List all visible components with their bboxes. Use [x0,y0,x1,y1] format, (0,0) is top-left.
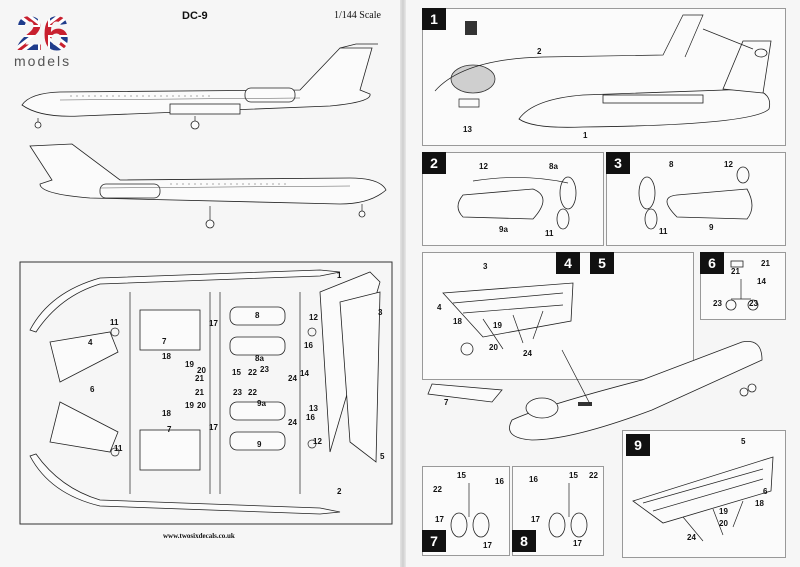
sprue-label: 12 [309,313,318,322]
part-label: 21 [731,267,740,276]
sprue-label: 24 [288,374,297,383]
step-5-badge: 5 [590,252,614,274]
part-label: 24 [687,533,696,542]
sprue-label: 16 [304,341,313,350]
sprue-label: 8a [255,354,264,363]
part-label: 19 [493,321,502,330]
part-label: 11 [659,227,668,236]
part-label: 7 [444,398,449,407]
sprue-label: 12 [313,437,322,446]
page-fold [400,0,406,567]
sprue-label: 1 [337,271,342,280]
sprue-label: 14 [300,369,309,378]
part-label: 17 [483,541,492,550]
brand-word: models [14,53,72,69]
sprue-label: 8 [255,311,260,320]
sprue-label: 20 [197,401,206,410]
website-footer[interactable]: www.twosixdecals.co.uk [163,532,235,540]
part-label: 5 [741,437,746,446]
part-label: 18 [755,499,764,508]
part-label: 15 [569,471,578,480]
sprue-label: 5 [380,452,385,461]
part-label: 19 [719,507,728,516]
sprue-label: 6 [90,385,95,394]
part-label: 13 [463,125,472,134]
part-label: 11 [545,229,554,238]
sprue-label: 22 [248,368,257,377]
part-label: 23 [749,299,758,308]
sprue-label: 23 [260,365,269,374]
part-label: 18 [453,317,462,326]
step-3-badge: 3 [606,152,630,174]
sprue-label: 21 [195,388,204,397]
model-title: DC-9 [182,10,208,22]
step-2-panel: 12 8a 9a 11 [422,152,604,246]
part-label: 12 [479,162,488,171]
sprue-label: 9a [257,399,266,408]
part-label: 17 [531,515,540,524]
sprue-label: 11 [110,318,119,327]
part-label: 14 [757,277,766,286]
part-label: 9a [499,225,508,234]
sprue-label: 17 [209,423,218,432]
step-2-badge: 2 [422,152,446,174]
sprue-label: 3 [378,308,383,317]
scale-label: 1/144 Scale [334,10,381,21]
part-label: 17 [573,539,582,548]
sprue-label: 15 [232,368,241,377]
part-label: 8 [669,160,674,169]
step-1-badge: 1 [422,8,446,30]
part-label: 12 [724,160,733,169]
part-label: 23 [713,299,722,308]
part-label: 6 [763,487,768,496]
part-label: 4 [437,303,442,312]
step-9-badge: 9 [626,434,650,456]
sprue-label: 4 [88,338,93,347]
sprue-label: 7 [167,425,172,434]
aircraft-profile-right [29,143,387,229]
part-label: 16 [529,475,538,484]
sprue-label: 22 [248,388,257,397]
step-4-badge: 4 [556,252,580,274]
part-label: 22 [589,471,598,480]
aircraft-profile-left [21,43,378,130]
sprue-label: 9 [257,440,262,449]
part-label: 16 [495,477,504,486]
part-label: 3 [483,262,488,271]
sprue-label: 18 [162,409,171,418]
sprue-label: 20 [197,366,206,375]
part-label: 20 [719,519,728,528]
sprue-label: 19 [185,401,194,410]
part-label: 20 [489,343,498,352]
sprue-label: 19 [185,360,194,369]
part-label: 17 [435,515,444,524]
sprue-label: 18 [162,352,171,361]
step-6-badge: 6 [700,252,724,274]
part-label: 22 [433,485,442,494]
sprue-label: 17 [209,319,218,328]
step-1-panel: 2 13 1 [422,8,786,146]
sprue-label: 2 [337,487,342,496]
sprue-label: 23 [233,388,242,397]
part-label: 8a [549,162,558,171]
sprue-label: 21 [195,374,204,383]
step-5-drawing [427,341,763,441]
sprue-label: 16 [306,413,315,422]
step-8-badge: 8 [512,530,536,552]
sprue-frame [19,261,393,525]
part-label: 21 [761,259,770,268]
sprue-label: 7 [162,337,167,346]
part-label: 9 [709,223,714,232]
part-label: 1 [583,131,588,140]
part-label: 24 [523,349,532,358]
step-3-panel: 8 12 11 9 [606,152,786,246]
sprue-label: 13 [309,404,318,413]
part-label: 2 [537,47,542,56]
sprue-label: 11 [114,444,123,453]
part-label: 15 [457,471,466,480]
sprue-label: 24 [288,418,297,427]
step-7-badge: 7 [422,530,446,552]
